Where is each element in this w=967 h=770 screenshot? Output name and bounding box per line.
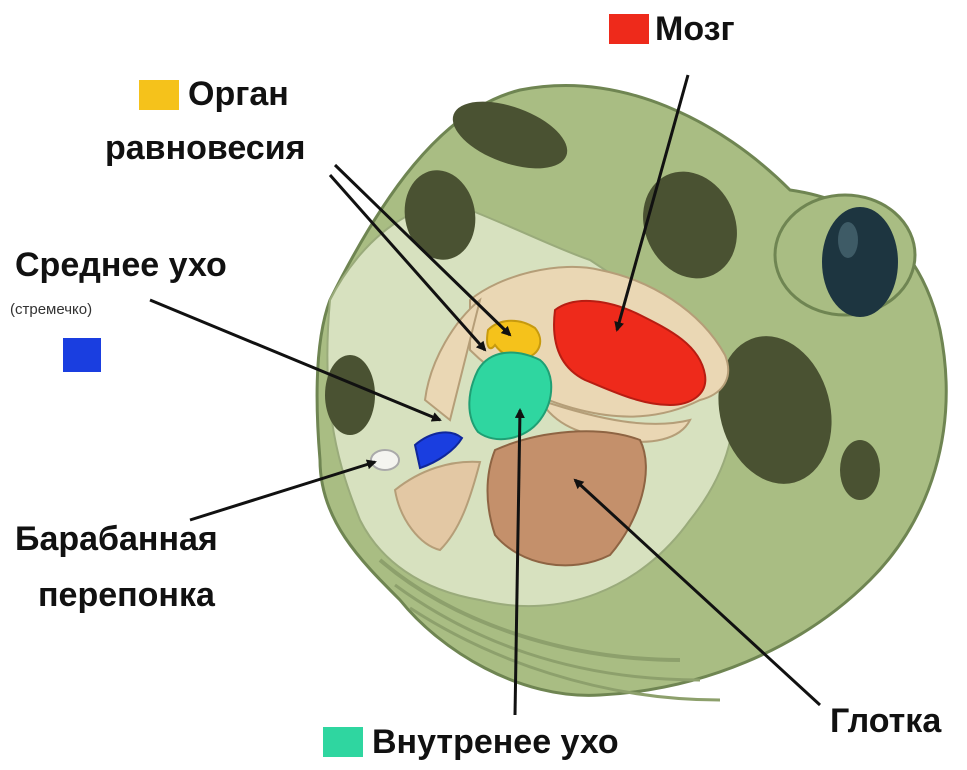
eye-icon xyxy=(822,207,898,317)
brain-color-swatch xyxy=(609,14,649,44)
label-eardrum-line2: перепонка xyxy=(38,575,215,615)
eardrum-region xyxy=(371,450,399,470)
label-stapes: (стремечко) xyxy=(10,301,92,319)
label-organ-line2: равновесия xyxy=(105,128,305,168)
inner-ear-color-swatch xyxy=(323,727,363,757)
balance-organ-color-swatch xyxy=(139,80,179,110)
label-organ-line1: Орган xyxy=(188,74,289,114)
middle-ear-color-swatch xyxy=(63,338,101,372)
label-brain: Мозг xyxy=(655,9,735,49)
label-middle-ear: Среднее ухо xyxy=(15,245,227,285)
label-inner-ear: Внутренее ухо xyxy=(372,722,619,762)
label-eardrum-line1: Барабанная xyxy=(15,519,218,559)
label-pharynx: Глотка xyxy=(830,701,941,741)
